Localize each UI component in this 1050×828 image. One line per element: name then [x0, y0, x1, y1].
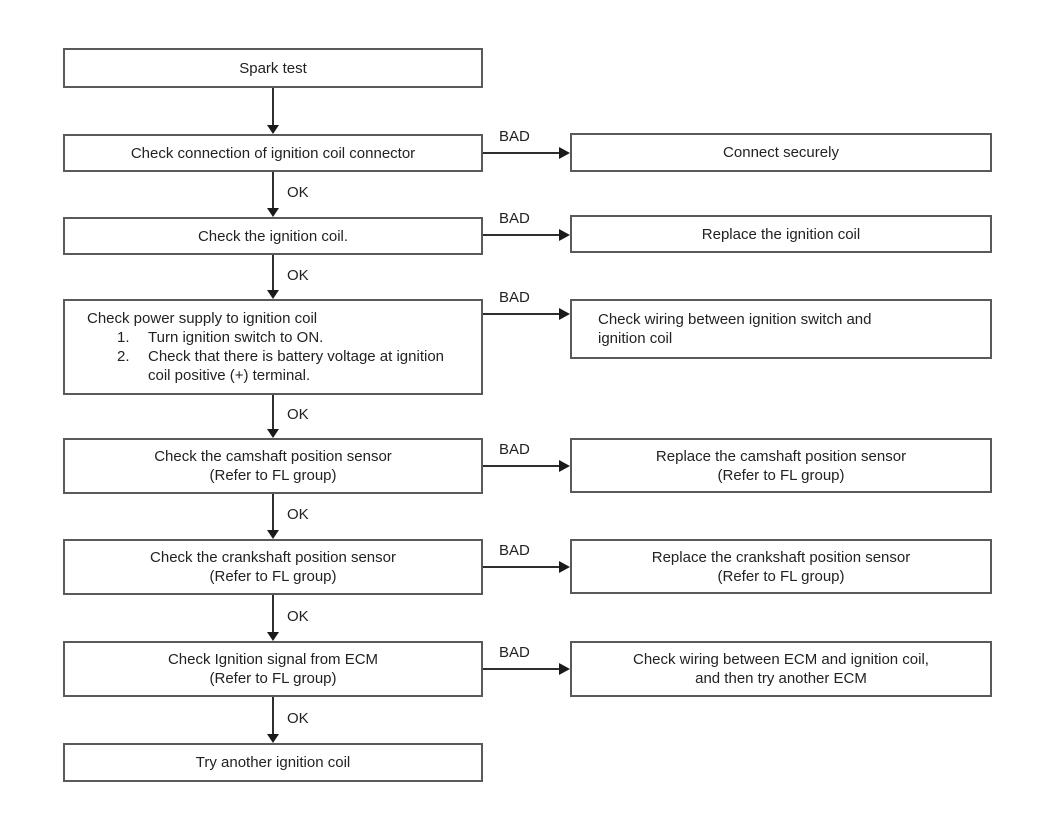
arrow-right-icon [559, 460, 570, 472]
bad-label: BAD [499, 128, 530, 145]
ok-label: OK [287, 710, 309, 727]
arrow-down-icon [267, 734, 279, 743]
arrow-down-icon [267, 429, 279, 438]
node-text: (Refer to FL group) [717, 466, 845, 484]
node-check-power-supply: Check power supply to ignition coil 1. T… [63, 299, 483, 395]
bad-label: BAD [499, 210, 530, 227]
node-text: (Refer to FL group) [209, 568, 337, 585]
node-check-ecm-signal: Check Ignition signal from ECM (Refer to… [63, 641, 483, 697]
ok-label: OK [287, 184, 309, 201]
list-item-text: Check that there is battery voltage at i… [148, 348, 445, 384]
node-check-connection: Check connection of ignition coil connec… [63, 134, 483, 172]
ok-label: OK [287, 608, 309, 625]
node-check-crankshaft-sensor: Check the crankshaft position sensor (Re… [63, 539, 483, 595]
node-text: Replace the ignition coil [701, 225, 861, 243]
node-text: (Refer to FL group) [209, 670, 337, 687]
node-text: Check connection of ignition coil connec… [130, 144, 416, 162]
node-replace-ignition-coil: Replace the ignition coil [570, 215, 992, 253]
node-text: Check power supply to ignition coil [87, 310, 318, 327]
node-text: Replace the crankshaft position sensor [651, 548, 911, 566]
bad-label: BAD [499, 542, 530, 559]
list-item-number: 1. [117, 329, 130, 346]
arrow-right-icon [559, 561, 570, 573]
ok-label: OK [287, 267, 309, 284]
node-check-ignition-coil: Check the ignition coil. [63, 217, 483, 255]
arrow-down-icon [267, 530, 279, 539]
arrow-right-icon [559, 229, 570, 241]
node-try-another-coil: Try another ignition coil [63, 743, 483, 782]
node-text: Check wiring between ECM and ignition co… [633, 651, 929, 668]
node-replace-crankshaft-sensor: Replace the crankshaft position sensor (… [570, 539, 992, 594]
node-text: (Refer to FL group) [717, 567, 845, 585]
bad-label: BAD [499, 441, 530, 458]
node-text: Check the camshaft position sensor [154, 448, 392, 465]
ok-label: OK [287, 406, 309, 423]
arrow-right-icon [559, 147, 570, 159]
node-text: Replace the camshaft position sensor [655, 447, 907, 465]
node-text: and then try another ECM [695, 670, 867, 687]
arrow-down-icon [267, 125, 279, 134]
list-item-text: Turn ignition switch to ON. [148, 329, 324, 346]
node-connect-securely: Connect securely [570, 133, 992, 172]
ok-label: OK [287, 506, 309, 523]
arrow-down-icon [267, 208, 279, 217]
bad-label: BAD [499, 289, 530, 306]
node-text: Check the ignition coil. [197, 227, 349, 245]
node-text: Spark test [239, 59, 307, 77]
arrow-down-icon [267, 290, 279, 299]
node-text: (Refer to FL group) [209, 467, 337, 484]
arrow-down-icon [267, 632, 279, 641]
node-check-camshaft-sensor: Check the camshaft position sensor (Refe… [63, 438, 483, 494]
arrow-right-icon [559, 663, 570, 675]
list-item: 1. Turn ignition switch to ON. [65, 328, 448, 347]
node-text: Check Ignition signal from ECM [167, 651, 379, 668]
node-check-wiring-switch: Check wiring between ignition switch and… [570, 299, 992, 359]
node-text: Check wiring between ignition switch and… [598, 311, 872, 347]
node-text: Connect securely [723, 144, 839, 161]
node-spark-test: Spark test [63, 48, 483, 88]
node-check-wiring-ecm: Check wiring between ECM and ignition co… [570, 641, 992, 697]
node-replace-camshaft-sensor: Replace the camshaft position sensor (Re… [570, 438, 992, 493]
list-item-number: 2. [117, 348, 130, 365]
node-text: Check the crankshaft position sensor [150, 549, 396, 566]
bad-label: BAD [499, 644, 530, 661]
node-text: Try another ignition coil [195, 754, 351, 771]
arrow-right-icon [559, 308, 570, 320]
list-item: 2. Check that there is battery voltage a… [65, 347, 448, 385]
